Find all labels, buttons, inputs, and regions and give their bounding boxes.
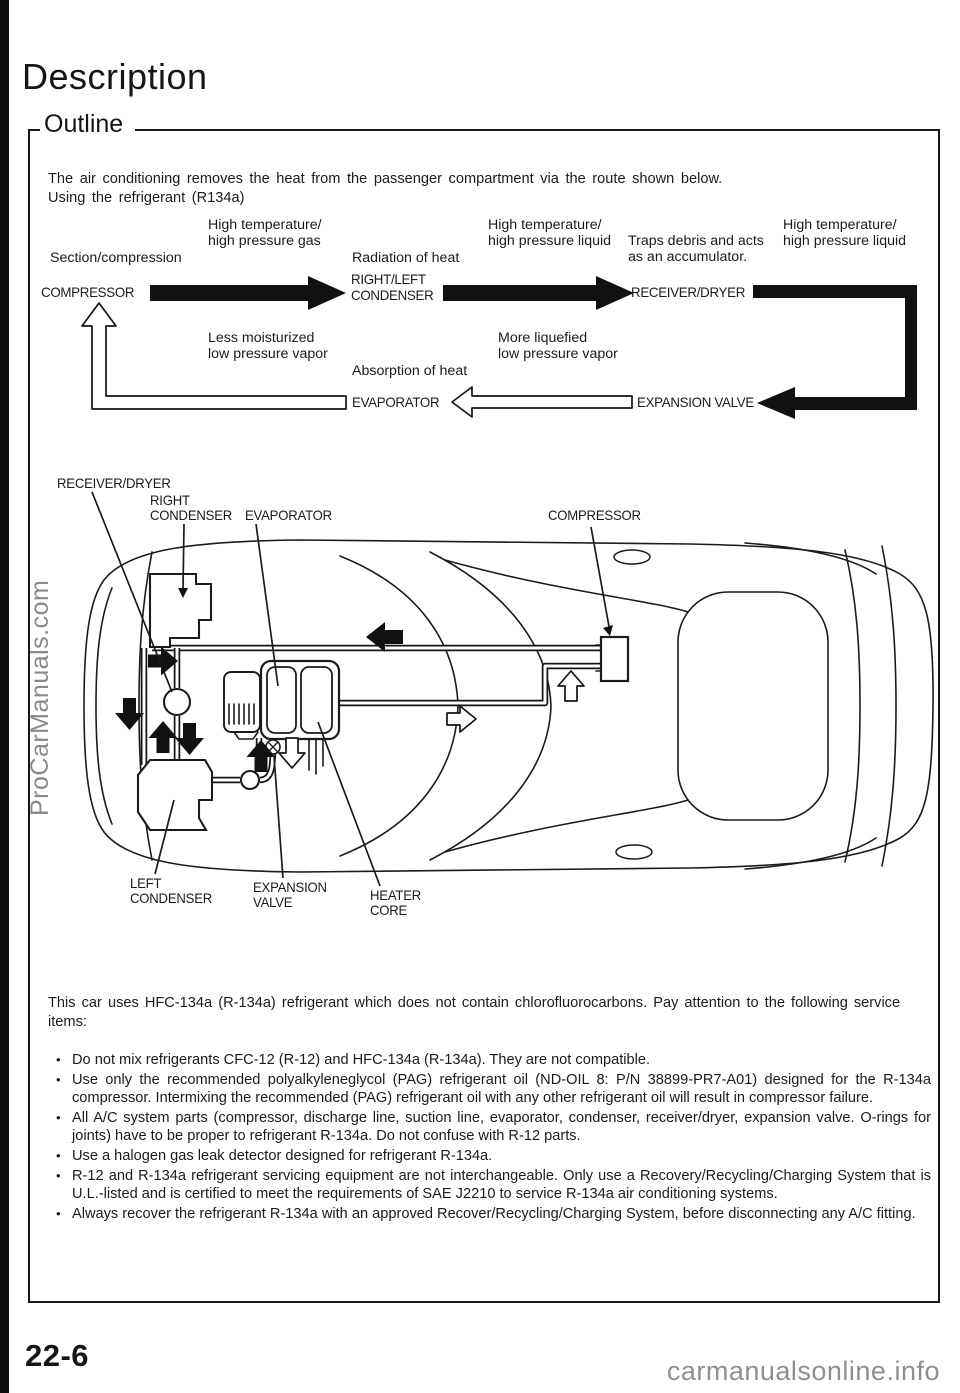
service-bullet-list: Do not mix refrigerants CFC-12 (R-12) an… — [55, 1051, 931, 1224]
flow-label-high-temp-gas: High temperature/ high pressure gas — [208, 217, 322, 249]
flow-node-receiver-dryer: RECEIVER/DRYER — [631, 284, 746, 300]
service-bullet: Always recover the refrigerant R-134a wi… — [55, 1205, 931, 1224]
service-bullet: Do not mix refrigerants CFC-12 (R-12) an… — [55, 1051, 931, 1070]
service-bullet: R-12 and R-134a refrigerant servicing eq… — [55, 1167, 931, 1204]
car-label-left-condenser: LEFT CONDENSER — [130, 876, 213, 906]
flow-label-high-temp-liquid-2: High temperature/ high pressure liquid — [783, 217, 907, 249]
flow-node-condenser: RIGHT/LEFT CONDENSER — [351, 271, 434, 303]
car-label-receiver-dryer: RECEIVER/DRYER — [57, 476, 171, 491]
car-label-expansion-valve: EXPANSION VALVE — [253, 880, 327, 910]
page-number: 22-6 — [25, 1338, 90, 1373]
flow-label-section-compression: Section/compression — [50, 250, 182, 266]
watermark-procarmanuals: ProCarManuals.com — [26, 579, 54, 816]
service-bullet: Use a halogen gas leak detector designed… — [55, 1147, 931, 1166]
car-label-heater-core: HEATER CORE — [370, 888, 422, 918]
service-bullet: Use only the recommended polyalkylenegly… — [55, 1071, 931, 1108]
outline-box — [28, 129, 940, 1303]
car-label-evaporator: EVAPORATOR — [245, 508, 332, 523]
flow-label-less-moisturized: Less moisturized low pressure vapor — [208, 330, 328, 362]
outline-intro-text: The air conditioning removes the heat fr… — [48, 171, 723, 206]
scan-edge-bar — [0, 0, 9, 1393]
flow-node-expansion-valve: EXPANSION VALVE — [637, 394, 754, 410]
flow-label-traps-debris: Traps debris and acts as an accumulator. — [628, 233, 764, 265]
outline-box-label: Outline — [40, 110, 136, 139]
flow-label-absorption-of-heat: Absorption of heat — [352, 363, 468, 379]
page-title: Description — [22, 56, 208, 97]
flow-label-radiation-of-heat: Radiation of heat — [352, 250, 460, 266]
flow-label-more-liquefied: More liquefied low pressure vapor — [498, 330, 618, 362]
car-label-right-condenser: RIGHT CONDENSER — [150, 493, 233, 523]
flow-node-evaporator: EVAPORATOR — [352, 394, 440, 410]
service-intro-text: This car uses HFC-134a (R-134a) refriger… — [48, 995, 901, 1030]
flow-label-high-temp-liquid-1: High temperature/ high pressure liquid — [488, 217, 612, 249]
service-bullet: All A/C system parts (compressor, discha… — [55, 1109, 931, 1146]
flow-node-compressor: COMPRESSOR — [41, 284, 135, 300]
car-label-compressor: COMPRESSOR — [548, 508, 641, 523]
watermark-carmanualsonline: carmanualsonline.info — [666, 1356, 940, 1386]
